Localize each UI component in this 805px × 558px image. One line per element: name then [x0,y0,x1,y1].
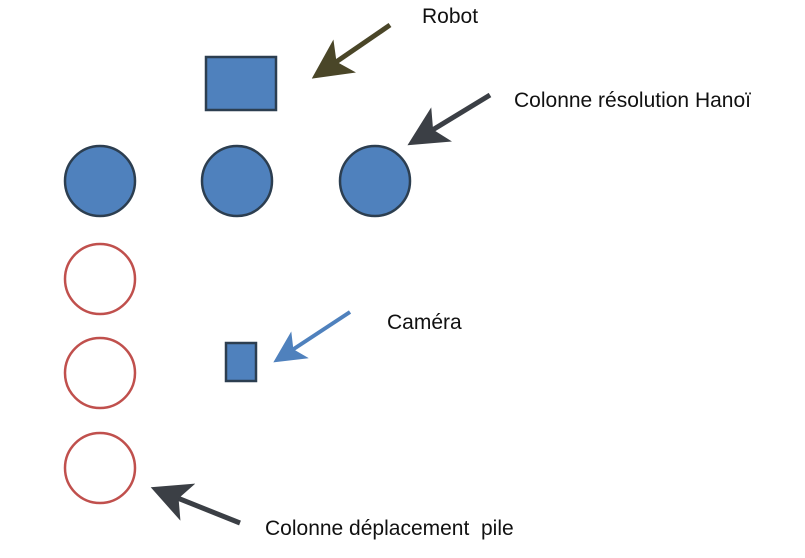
hanoi-arrow [407,92,492,146]
hanoi-circle-3 [338,144,412,218]
camera-label: Caméra [387,311,462,334]
stack-arrow [150,483,241,526]
stack-circle-3 [63,431,137,505]
stack-circle-2 [63,336,137,410]
robot-arrow [311,22,392,79]
hanoi-circle-1 [63,144,137,218]
camera-shape [224,341,258,383]
stack-column-label: Colonne déplacement pile [265,517,514,540]
camera-arrow [273,310,352,363]
robot-shape [204,55,278,112]
robot-label: Robot [422,5,478,28]
hanoi-column-label: Colonne résolution Hanoï [514,89,751,112]
hanoi-circle-2 [200,144,274,218]
stack-circle-1 [63,242,137,316]
